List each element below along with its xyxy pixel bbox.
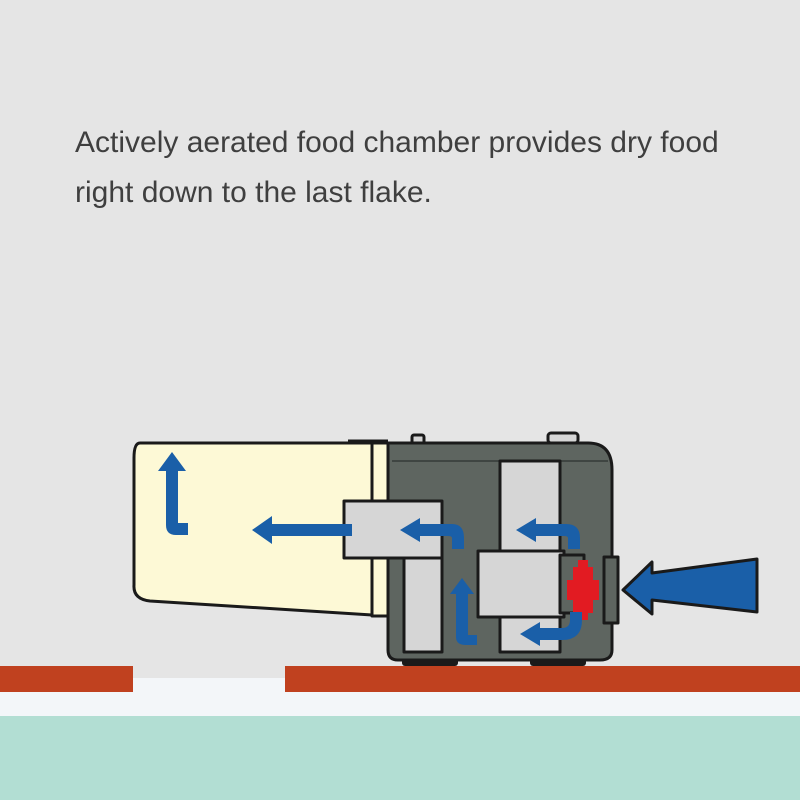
fan-icon [567,560,599,620]
intake-plate [602,555,620,625]
caption: Actively aerated food chamber provides d… [75,118,775,218]
shelf-right [285,666,800,692]
airflow-arrow-chamber [158,452,188,535]
airflow-arrow-outlet [252,516,352,544]
airflow-arrow-upper [516,518,580,549]
airflow-arrow-lower [520,612,582,646]
airflow-arrow-duct-top [400,518,464,549]
fan-housing [476,549,566,619]
intake-arrow [621,557,759,616]
shelf-left [0,666,133,692]
water [0,716,800,800]
airflow-arrow-duct-riser [450,578,477,645]
caption-line-1: Actively aerated food chamber provides d… [75,126,719,159]
caption-line-2: right down to the last flake. [75,176,432,209]
